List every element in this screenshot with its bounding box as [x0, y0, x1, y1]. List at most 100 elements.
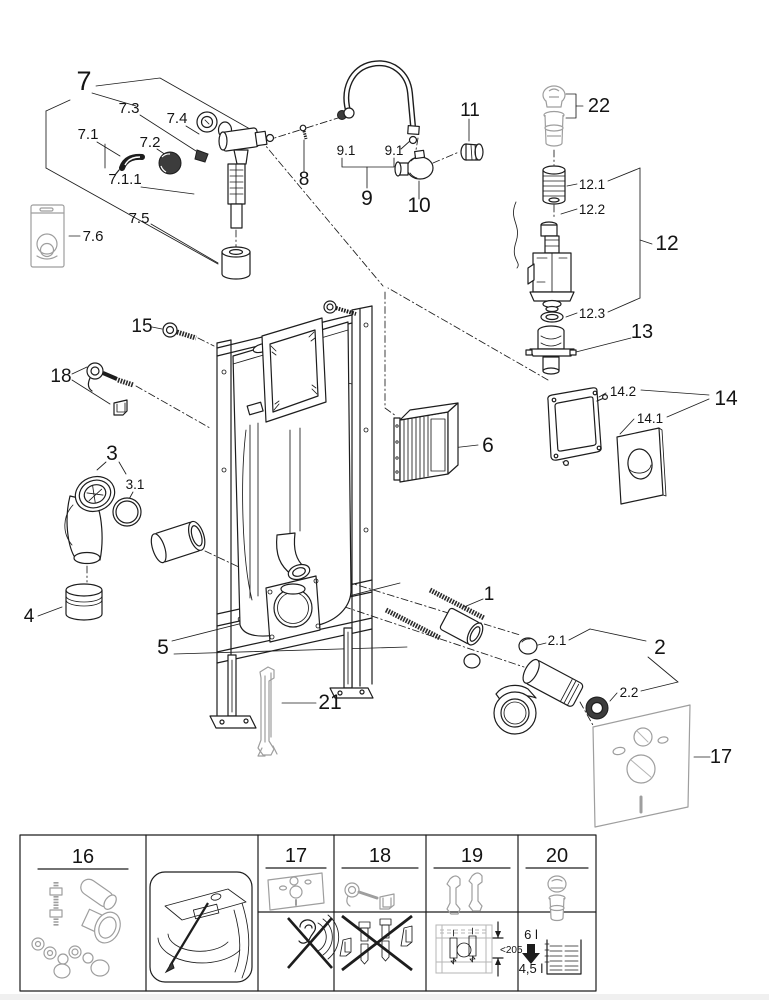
flush-valve-group [513, 85, 577, 375]
no-noise-icon [287, 914, 340, 969]
wall-bracket-18-icon [86, 362, 134, 416]
fill-valve-body-icon [218, 127, 275, 229]
pipe-2-icon [522, 658, 584, 707]
inlet-elbow-7-1-icon [114, 153, 145, 176]
cap-2-1-icon [518, 637, 538, 655]
label-8: 8 [299, 169, 310, 190]
label-9-1b: 9.1 [385, 143, 404, 158]
label-7: 7 [76, 66, 91, 96]
elbow-3-icon [64, 475, 116, 565]
extension-22-icon [542, 85, 566, 147]
frame-dimension-icon: <205 [435, 921, 523, 977]
label-6: 6 [482, 434, 494, 457]
cistern [232, 317, 352, 643]
outlet-bend [275, 532, 311, 581]
label-17: 17 [710, 746, 732, 768]
angle-valve-10-icon [394, 149, 434, 180]
no-wrong-fixing-icon [339, 914, 413, 972]
table-cell-19-drawing: <205 [435, 872, 523, 977]
anchor-15-icon [162, 322, 197, 341]
pictogram-table: 16 17 18 19 20 [19, 834, 597, 992]
screw-8-icon [299, 124, 308, 140]
flush-plate-14-1-icon [616, 427, 667, 505]
label-15: 15 [131, 316, 152, 337]
threaded-rod-1b-icon [384, 607, 442, 641]
label-7-1: 7.1 [78, 126, 99, 143]
label-12-2: 12.2 [579, 202, 605, 217]
label-10: 10 [407, 194, 430, 217]
inspection-box-6-icon [393, 402, 459, 483]
table-cell-18-number: 18 [369, 845, 391, 867]
label-3-1: 3.1 [126, 477, 145, 492]
label-14-1: 14.1 [637, 411, 663, 426]
seal-cap-7-2-icon [158, 151, 182, 175]
actuation-group-14 [547, 387, 667, 505]
label-22: 22 [588, 95, 610, 117]
label-14-2: 14.2 [610, 384, 636, 399]
dimension-text: <205 [500, 945, 523, 956]
sleeve-icon [150, 520, 206, 564]
connection-group-1-2 [384, 587, 609, 735]
part-labels: 7 7.3 7.4 7.1 7.2 7.1.1 7.5 7.6 8 9.1 9.… [24, 66, 738, 768]
flush-valve-12-icon [513, 201, 575, 313]
label-9-1a: 9.1 [337, 143, 356, 158]
mounting-frame-14-2-icon [547, 387, 608, 467]
table-cell-17-number: 17 [285, 845, 307, 867]
label-2-2: 2.2 [620, 685, 639, 700]
label-7-4: 7.4 [167, 110, 188, 127]
valve-seat-13-icon [525, 325, 577, 375]
label-14: 14 [714, 387, 738, 410]
label-5: 5 [157, 636, 169, 659]
drain-group-3-4 [64, 475, 206, 621]
flush-elbow-icon [493, 684, 537, 735]
table-cell-16-number: 16 [72, 846, 94, 868]
label-18: 18 [50, 366, 71, 387]
protective-cover [261, 317, 327, 423]
label-12: 12 [655, 232, 678, 255]
label-13: 13 [631, 321, 653, 343]
label-7-1-1: 7.1.1 [108, 171, 141, 188]
label-12-1: 12.1 [579, 177, 605, 192]
frame-feet [209, 627, 374, 729]
label-12-3: 12.3 [579, 306, 605, 321]
label-21: 21 [318, 691, 341, 714]
float-basket-12-1-icon [542, 165, 566, 205]
support-bracket-21-icon [257, 666, 278, 757]
label-3: 3 [106, 442, 118, 465]
table-cell-toilet-drawing [149, 871, 253, 983]
threaded-rod-1a-icon [428, 587, 486, 621]
reduced-flush-text: 4,5 l [519, 961, 544, 976]
table-cell-16-drawing [31, 878, 121, 979]
label-11: 11 [460, 100, 480, 121]
flex-hose-9-icon [337, 60, 420, 145]
o-ring-3-1-icon [112, 497, 142, 527]
label-7-2: 7.2 [140, 134, 161, 151]
wc-bend-clamp [265, 575, 321, 643]
construction-lines [86, 117, 595, 728]
table-cell-19-number: 19 [461, 845, 483, 867]
label-7-5: 7.5 [129, 210, 150, 227]
fill-valve-group-7 [30, 111, 275, 280]
label-1: 1 [484, 584, 495, 605]
mounting-cup-7-5-icon [221, 246, 251, 280]
table-cell-20-number: 20 [546, 845, 568, 867]
table-cell-17-drawing [267, 872, 340, 969]
table-cell-18-drawing [339, 882, 413, 972]
table-cell-20-drawing: 6 l 4,5 l [519, 875, 582, 976]
full-flush-text: 6 l [524, 927, 538, 942]
seal-2-2-icon [585, 696, 609, 720]
seal-12-3-icon [540, 311, 564, 323]
supply-group [299, 60, 484, 180]
cone-seal-7-3-icon [194, 149, 209, 163]
page-footer-band [0, 994, 769, 1000]
label-4: 4 [24, 606, 35, 627]
label-7-3: 7.3 [119, 100, 140, 117]
flush-volume-icon: 6 l 4,5 l [519, 927, 582, 976]
label-2-1: 2.1 [548, 633, 567, 648]
cap-icon [463, 653, 481, 669]
label-7-6: 7.6 [83, 228, 104, 245]
sleeve-1-icon [439, 607, 484, 646]
installed-anchor [323, 300, 357, 316]
